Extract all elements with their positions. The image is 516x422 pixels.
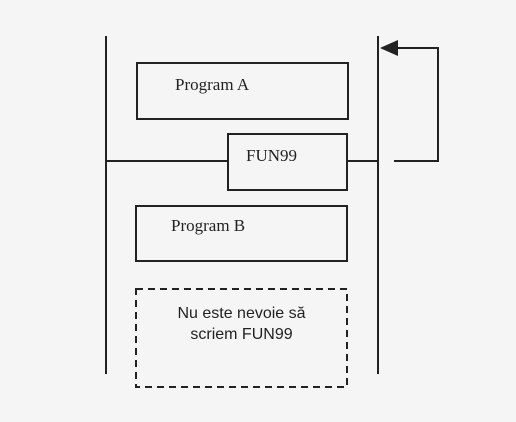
note-box xyxy=(135,288,348,388)
fun99-label: FUN99 xyxy=(246,146,298,165)
note-line-2: scriem FUN99 xyxy=(190,326,293,343)
program-a-label: Program A xyxy=(175,75,250,94)
program-b-box xyxy=(135,205,348,262)
program-a-box xyxy=(136,62,349,120)
note-text: Nu este nevoie să scriem FUN99 xyxy=(136,303,347,345)
note-line-1: Nu este nevoie să xyxy=(177,305,306,322)
program-b-label: Program B xyxy=(171,216,246,235)
jump-back-arrowhead-icon xyxy=(380,40,398,56)
jump-back-path xyxy=(394,47,439,162)
